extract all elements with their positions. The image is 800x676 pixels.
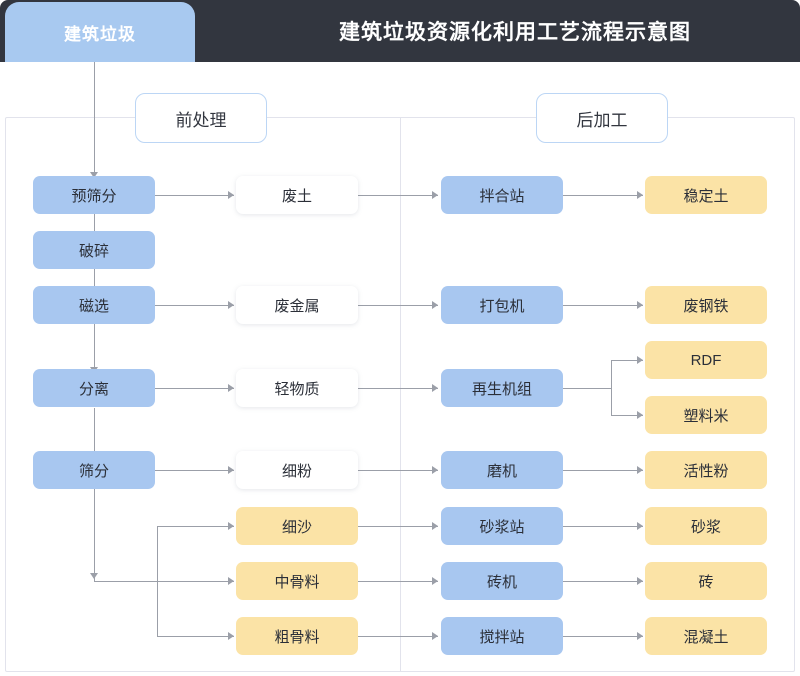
section-divider xyxy=(400,118,401,671)
node-screening[interactable]: 筛分 xyxy=(33,451,155,489)
node-scrap-metal[interactable]: 废金属 xyxy=(236,286,358,324)
node-pre-screening[interactable]: 预筛分 xyxy=(33,176,155,214)
arrowhead-waste-soil-to-mixing-station xyxy=(432,191,438,199)
node-concrete[interactable]: 混凝土 xyxy=(645,617,767,655)
node-stabilized-soil[interactable]: 稳定土 xyxy=(645,176,767,214)
arrowhead-mixing-station-to-stabilized-soil xyxy=(637,191,643,199)
arrowhead-concrete-mixer-to-concrete xyxy=(637,632,643,640)
arrowhead-fine-powder-to-mill xyxy=(432,466,438,474)
arrowhead-screen-to-fine-sand xyxy=(228,522,234,530)
edge-recycling-unit-riser xyxy=(611,360,612,416)
edge-magnetic-to-separate xyxy=(94,324,95,370)
input-tab-construction-waste: 建筑垃圾 xyxy=(5,2,195,62)
edge-fine-sand-to-mortar-station xyxy=(358,526,438,527)
arrowhead-brick-machine-to-brick xyxy=(637,577,643,585)
edge-screen-to-fine-sand xyxy=(157,526,234,527)
edge-coarse-aggregate-to-concrete-mixer xyxy=(358,636,438,637)
edge-medium-aggregate-to-brick-machine xyxy=(358,581,438,582)
edge-recycling-unit-to-plastic-pellet xyxy=(611,415,643,416)
node-light-material[interactable]: 轻物质 xyxy=(236,369,358,407)
arrowhead-screen-to-coarse-aggregate xyxy=(228,632,234,640)
edge-concrete-mixer-to-concrete xyxy=(563,636,643,637)
edge-screen-to-coarse-aggregate xyxy=(157,636,234,637)
arrowhead-coarse-aggregate-to-concrete-mixer xyxy=(432,632,438,640)
edge-waste-to-prescreen xyxy=(94,62,95,174)
arrowhead-scrap-metal-to-baler xyxy=(432,301,438,309)
arrowhead-screen-to-medium-aggregate xyxy=(228,577,234,585)
section-label-pre-processing: 前处理 xyxy=(135,93,267,143)
arrowhead-light-material-to-recycling-unit xyxy=(432,384,438,392)
node-mortar-station[interactable]: 砂浆站 xyxy=(441,507,563,545)
edge-screen-to-fine-powder xyxy=(155,470,234,471)
arrowhead-screen-to-fine-powder xyxy=(228,466,234,474)
arrowhead-recycling-unit-to-rdf xyxy=(637,356,643,364)
page-title: 建筑垃圾资源化利用工艺流程示意图 xyxy=(339,21,691,44)
arrowhead-recycling-unit-to-plastic-pellet xyxy=(637,411,643,419)
edge-magnetic-to-scrap-metal xyxy=(155,305,234,306)
edge-mixing-station-to-stabilized-soil xyxy=(563,195,643,196)
node-waste-soil[interactable]: 废土 xyxy=(236,176,358,214)
arrowhead-separate-to-light-material xyxy=(228,384,234,392)
node-magnetic-separation[interactable]: 磁选 xyxy=(33,286,155,324)
arrowhead-magnetic-to-scrap-metal xyxy=(228,301,234,309)
node-fine-powder[interactable]: 细粉 xyxy=(236,451,358,489)
edge-crush-to-magnetic xyxy=(94,269,95,297)
edge-screen-to-medium-aggregate xyxy=(94,581,234,582)
edge-prescreen-to-crush xyxy=(94,214,95,242)
node-mixing-station[interactable]: 拌合站 xyxy=(441,176,563,214)
edge-separate-to-light-material xyxy=(155,388,234,389)
edge-light-material-to-recycling-unit xyxy=(358,388,438,389)
edge-fine-powder-to-mill xyxy=(358,470,438,471)
edge-mortar-station-to-mortar xyxy=(563,526,643,527)
edge-screen-branch-riser xyxy=(157,526,158,637)
edge-brick-machine-to-brick xyxy=(563,581,643,582)
node-brick[interactable]: 砖 xyxy=(645,562,767,600)
arrowhead-mill-to-active-powder xyxy=(637,466,643,474)
node-recycling-unit[interactable]: 再生机组 xyxy=(441,369,563,407)
edge-scrap-metal-to-baler xyxy=(358,305,438,306)
node-crushing[interactable]: 破碎 xyxy=(33,231,155,269)
node-coarse-aggregate[interactable]: 粗骨料 xyxy=(236,617,358,655)
node-baler[interactable]: 打包机 xyxy=(441,286,563,324)
node-rdf[interactable]: RDF xyxy=(645,341,767,379)
edge-recycling-unit-stem xyxy=(563,388,612,389)
node-separation[interactable]: 分离 xyxy=(33,369,155,407)
arrowhead-screen-down-trunk xyxy=(90,573,98,579)
node-concrete-mixer[interactable]: 搅拌站 xyxy=(441,617,563,655)
arrowhead-prescreen-to-waste-soil xyxy=(228,191,234,199)
edge-recycling-unit-to-rdf xyxy=(611,360,643,361)
arrowhead-baler-to-scrap-steel xyxy=(637,301,643,309)
arrowhead-waste-to-prescreen xyxy=(90,172,98,178)
node-plastic-pellet[interactable]: 塑料米 xyxy=(645,396,767,434)
node-mortar[interactable]: 砂浆 xyxy=(645,507,767,545)
arrowhead-mortar-station-to-mortar xyxy=(637,522,643,530)
edge-separate-to-screen xyxy=(94,408,95,454)
arrowhead-fine-sand-to-mortar-station xyxy=(432,522,438,530)
node-fine-sand[interactable]: 细沙 xyxy=(236,507,358,545)
section-label-post-processing: 后加工 xyxy=(536,93,668,143)
edge-baler-to-scrap-steel xyxy=(563,305,643,306)
node-brick-machine[interactable]: 砖机 xyxy=(441,562,563,600)
edge-prescreen-to-waste-soil xyxy=(155,195,234,196)
arrowhead-medium-aggregate-to-brick-machine xyxy=(432,577,438,585)
edge-mill-to-active-powder xyxy=(563,470,643,471)
node-active-powder[interactable]: 活性粉 xyxy=(645,451,767,489)
edge-waste-soil-to-mixing-station xyxy=(358,195,438,196)
node-medium-aggregate[interactable]: 中骨料 xyxy=(236,562,358,600)
node-scrap-steel[interactable]: 废钢铁 xyxy=(645,286,767,324)
node-mill[interactable]: 磨机 xyxy=(441,451,563,489)
edge-screen-down-trunk xyxy=(94,489,95,582)
